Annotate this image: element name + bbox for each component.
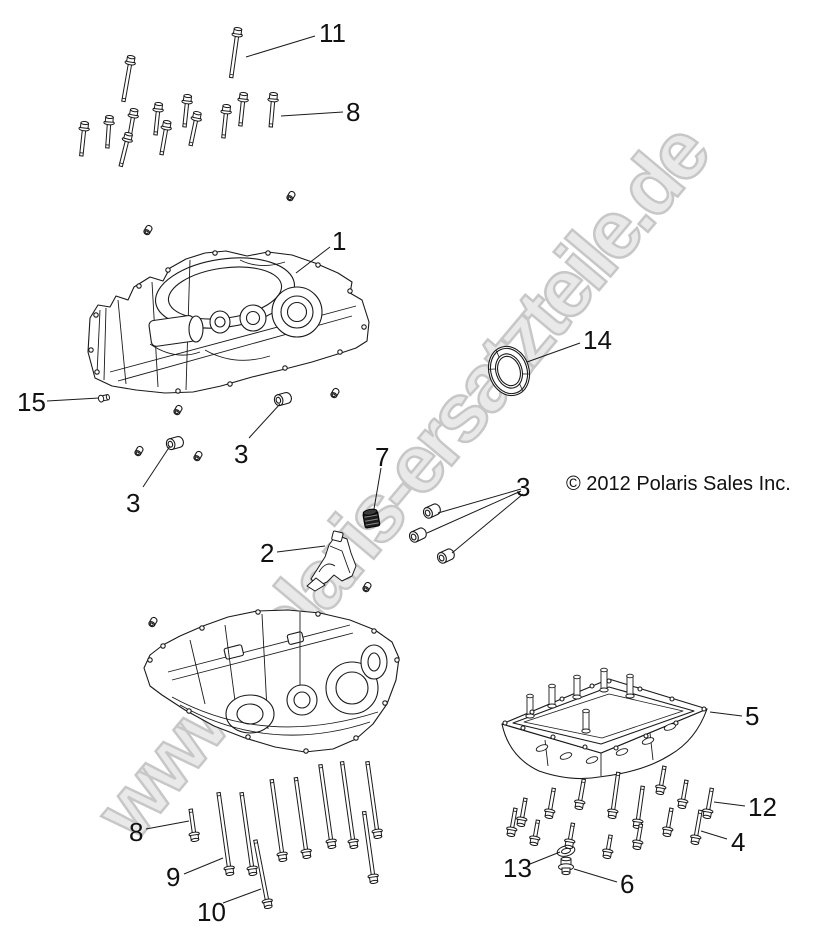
bolt-boss-holes	[502, 678, 707, 751]
dowel-pin-illustration	[286, 190, 296, 202]
bolt-illustration	[339, 760, 359, 850]
bolt-illustration	[564, 822, 576, 850]
dowel-pin-illustration	[143, 224, 153, 236]
leader-line-3	[248, 403, 281, 439]
leader-line-9	[183, 857, 224, 875]
oil-pan-slot	[641, 737, 655, 745]
bolt-illustration	[506, 807, 518, 838]
bolt-illustration	[529, 819, 541, 847]
leader-line-7	[373, 467, 382, 510]
bolt-illustration	[188, 808, 200, 843]
bolt-illustration	[632, 785, 645, 830]
bolt-illustration	[544, 787, 557, 820]
oil-pan-slot	[559, 752, 573, 760]
bolt-illustration	[267, 91, 279, 128]
dowel-pin-illustration	[273, 392, 292, 407]
bolt-illustration	[632, 823, 644, 851]
copyright-text: © 2012 Polaris Sales Inc.	[566, 473, 791, 495]
oil-pan-post	[581, 708, 591, 734]
bolt-illustration	[103, 114, 115, 149]
leader-line-3	[437, 488, 522, 514]
bolt-illustration	[607, 771, 621, 820]
bolt-illustration	[318, 763, 337, 850]
bolt-illustration	[677, 779, 689, 810]
dowel-pin-illustration	[148, 616, 158, 628]
bolt-illustration	[78, 120, 90, 157]
leader-line-6	[573, 868, 618, 883]
leader-line-14	[526, 342, 581, 363]
oil-pan-drawing	[501, 667, 708, 780]
leader-line-3	[451, 493, 524, 554]
bolt-illustration	[690, 809, 703, 846]
leader-line-12	[713, 801, 746, 807]
bolt-illustration	[253, 839, 273, 910]
leader-line-13	[529, 851, 561, 865]
bolt-illustration	[702, 787, 715, 820]
bolt-illustration	[361, 810, 379, 885]
bolt-illustration	[516, 797, 528, 828]
bolt-illustration	[574, 778, 587, 811]
oil-pan-post	[547, 683, 557, 709]
oil-pan-post	[525, 693, 535, 719]
dowel-pin-illustration	[422, 503, 441, 519]
bolt-illustration	[216, 791, 235, 877]
plug-drawing	[362, 508, 381, 529]
leader-line-2	[276, 545, 326, 553]
leader-line-15	[46, 397, 100, 402]
dowel-pin-illustration	[165, 436, 184, 451]
dowel-pin-illustration	[193, 450, 203, 462]
bolt-illustration	[239, 791, 258, 877]
bolt-illustration	[655, 765, 667, 796]
oil-pan-slot	[615, 748, 629, 756]
crankcase-lower-drawing	[143, 609, 400, 754]
oil-pan-post	[572, 674, 582, 700]
bolt-illustration	[181, 93, 193, 128]
bolt-illustration	[152, 101, 164, 136]
bolt-illustration	[662, 807, 674, 838]
bolt-illustration	[188, 110, 202, 147]
dowel-pin-illustration	[436, 548, 455, 564]
dowel-pin-illustration	[362, 581, 372, 593]
bolt-boss-holes	[88, 250, 367, 394]
dowel-pin-illustration	[330, 387, 340, 399]
leader-lines-layer	[46, 35, 746, 904]
leader-line-1	[295, 246, 331, 274]
oil-seal-drawing	[487, 345, 531, 397]
oil-pan-wall-slots	[535, 723, 677, 764]
leader-line-4	[700, 830, 728, 840]
bolts-layer	[78, 26, 715, 910]
oil-pan-post	[625, 673, 635, 699]
oil-pan-slot	[535, 744, 549, 752]
bolt-illustration	[365, 760, 383, 840]
dowel-pins-layer	[134, 190, 455, 628]
bolt-illustration	[159, 119, 172, 156]
leader-line-3	[426, 490, 522, 534]
bolt-illustration	[237, 91, 249, 127]
leader-line-8	[280, 111, 344, 117]
crankcase-upper-drawing	[87, 250, 370, 394]
dowel-pin-illustration	[173, 404, 183, 416]
dowel-pin-illustration	[408, 527, 427, 543]
pipe-plug-drawing	[97, 394, 110, 403]
bolt-illustration	[121, 54, 136, 103]
dowel-pin-illustration	[134, 445, 144, 457]
bolt-illustration	[220, 103, 232, 139]
leader-line-8	[145, 820, 190, 830]
bolt-illustration	[602, 834, 614, 860]
bolt-boss-holes	[147, 609, 400, 754]
leader-line-11	[245, 35, 316, 58]
bolt-illustration	[118, 131, 133, 168]
leader-line-10	[222, 888, 262, 904]
bolt-illustration	[269, 778, 288, 863]
bracket-drawing	[306, 530, 357, 592]
leader-line-3	[142, 445, 171, 488]
drain-plug-drawing	[558, 856, 574, 876]
bolt-illustration	[293, 776, 312, 860]
oil-pan-slot	[585, 756, 599, 764]
leader-line-5	[709, 711, 743, 717]
bolt-illustration	[228, 26, 243, 79]
